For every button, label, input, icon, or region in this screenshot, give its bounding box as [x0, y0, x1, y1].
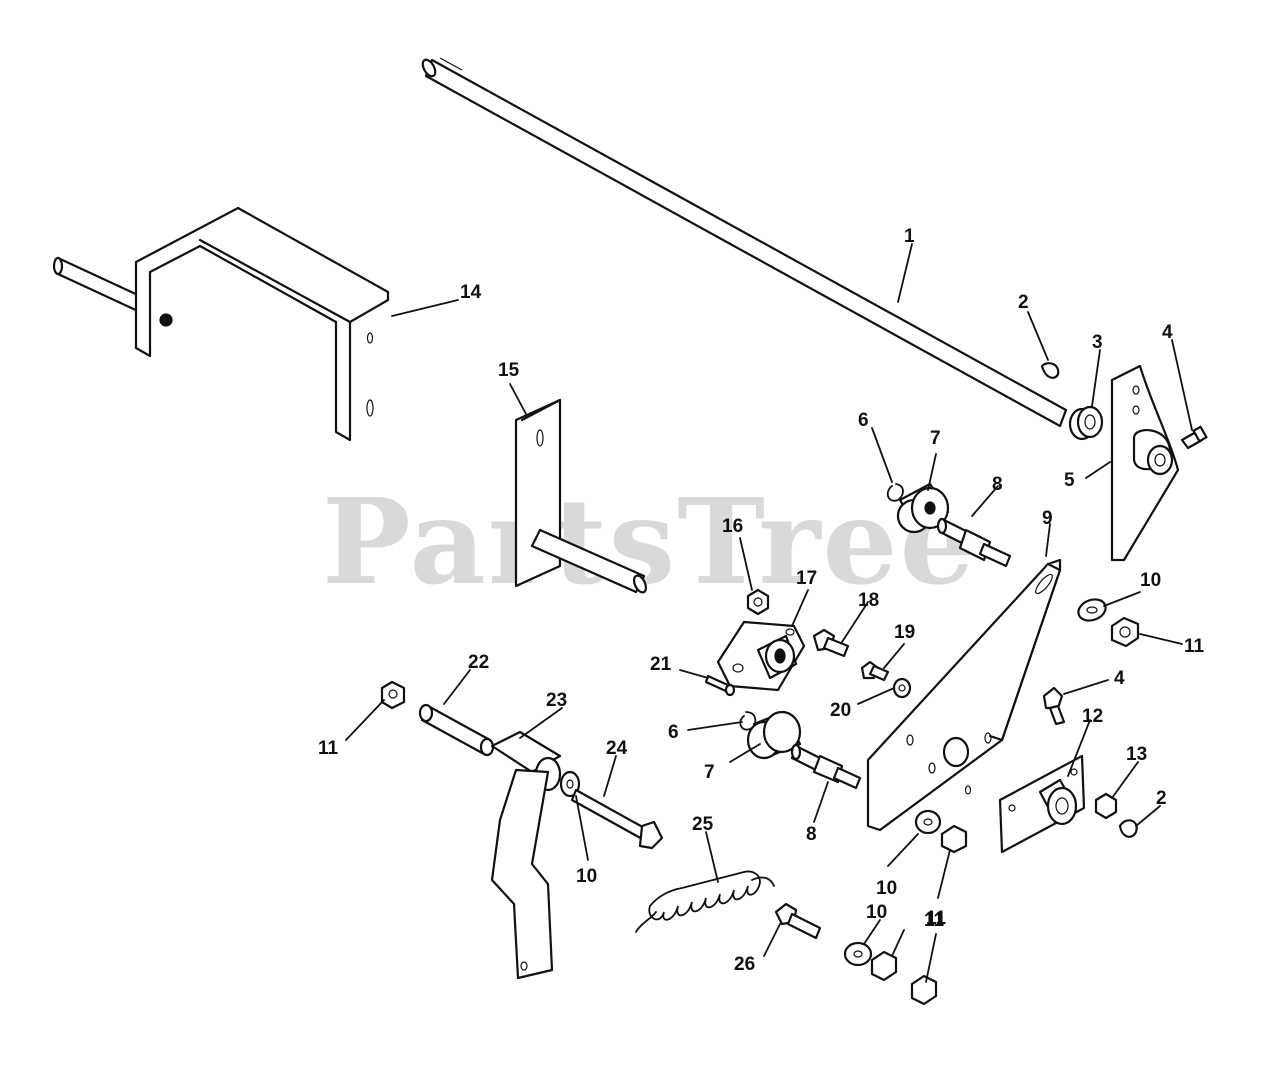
- callout-4-lower: 4: [1114, 668, 1125, 689]
- part-18-bolt: [812, 628, 850, 658]
- part-10-washer-right: [1077, 598, 1107, 622]
- callout-10: 10: [1140, 570, 1161, 591]
- part-11-nut-middle: [940, 824, 968, 854]
- part-20-washer: [892, 677, 912, 699]
- part-7-roller-upper: [896, 482, 950, 534]
- part-9-plate: [866, 558, 1062, 832]
- part-11-nut-left: [380, 680, 406, 710]
- part-22-pin: [418, 703, 495, 757]
- callout-4: 4: [1162, 322, 1173, 343]
- part-4-bolt-lower: [1042, 686, 1066, 726]
- part-24-bolt: [570, 788, 664, 850]
- callout-20: 20: [830, 700, 851, 721]
- callout-18: 18: [858, 590, 879, 611]
- part-2-clip-lower: [1118, 819, 1138, 838]
- callout-19: 19: [894, 622, 915, 643]
- part-4-bolt-upper: [1180, 425, 1208, 450]
- callout-7-lower: 7: [704, 762, 715, 783]
- part-8-stud-lower: [790, 743, 862, 790]
- callout-11-bottom: 11: [924, 910, 945, 931]
- part-15-plate: [514, 398, 648, 594]
- callout-21: 21: [650, 654, 672, 675]
- part-2-clip-upper: [1040, 362, 1060, 379]
- callout-10-middle: 10: [876, 878, 897, 899]
- part-16-nut: [746, 588, 770, 616]
- callout-11: 11: [1184, 636, 1205, 657]
- part-13-nut: [1094, 792, 1118, 820]
- part-25-spring: [635, 870, 775, 933]
- callout-8: 8: [992, 474, 1003, 495]
- part-10-washer-left: [559, 770, 581, 798]
- callout-23: 23: [546, 690, 567, 711]
- watermark-text: PartsTree: [322, 472, 977, 611]
- part-3-spacer: [1068, 405, 1104, 441]
- callouts: 1 2 3 4 5 6 7 8 9 10 11 14 15 16 17 18 1…: [318, 226, 1205, 975]
- part-8-stud-upper: [936, 517, 1012, 568]
- callout-8-lower: 8: [806, 824, 817, 845]
- part-7-roller-lower: [746, 710, 802, 760]
- callout-15: 15: [498, 360, 520, 381]
- callout-7: 7: [930, 428, 941, 449]
- part-10-washer-bottom: [843, 941, 873, 967]
- callout-6-lower: 6: [668, 722, 679, 743]
- callout-16: 16: [722, 516, 743, 537]
- callout-2-lower: 2: [1156, 788, 1167, 809]
- part-14-bracket: [52, 206, 390, 442]
- callout-1: 1: [904, 226, 915, 247]
- part-5-arm-plate: [1110, 364, 1180, 562]
- callout-12: 12: [1082, 706, 1103, 727]
- part-11-nut-bottom: [870, 950, 938, 1006]
- callout-10-left: 10: [576, 866, 597, 887]
- callout-24: 24: [606, 738, 628, 759]
- part-19-bolt: [860, 660, 890, 682]
- part-6-clip-upper: [886, 483, 904, 502]
- part-26-bolt: [774, 902, 822, 940]
- callout-10-bottom: 10: [866, 902, 887, 923]
- callout-11-middle: 11: [926, 908, 947, 929]
- callout-22: 22: [468, 652, 489, 673]
- part-21-pin: [704, 674, 736, 697]
- callout-6: 6: [858, 410, 869, 431]
- callout-13: 13: [1126, 744, 1147, 765]
- callout-17: 17: [796, 568, 817, 589]
- part-10-washer-middle: [914, 809, 942, 835]
- part-12-plate: [998, 754, 1086, 854]
- part-23-lever: [490, 730, 562, 980]
- callout-14: 14: [460, 282, 482, 303]
- callout-3: 3: [1092, 332, 1103, 353]
- callout-26: 26: [734, 954, 755, 975]
- callout-2: 2: [1018, 292, 1029, 313]
- callout-25: 25: [692, 814, 714, 835]
- callout-5: 5: [1064, 470, 1075, 491]
- leader-lines: [345, 243, 1193, 983]
- part-1-rod: [421, 57, 1068, 428]
- part-17-flange: [716, 620, 806, 692]
- part-11-nut-right: [1110, 616, 1140, 648]
- callout-9: 9: [1042, 508, 1053, 529]
- callout-11-left: 11: [318, 738, 339, 759]
